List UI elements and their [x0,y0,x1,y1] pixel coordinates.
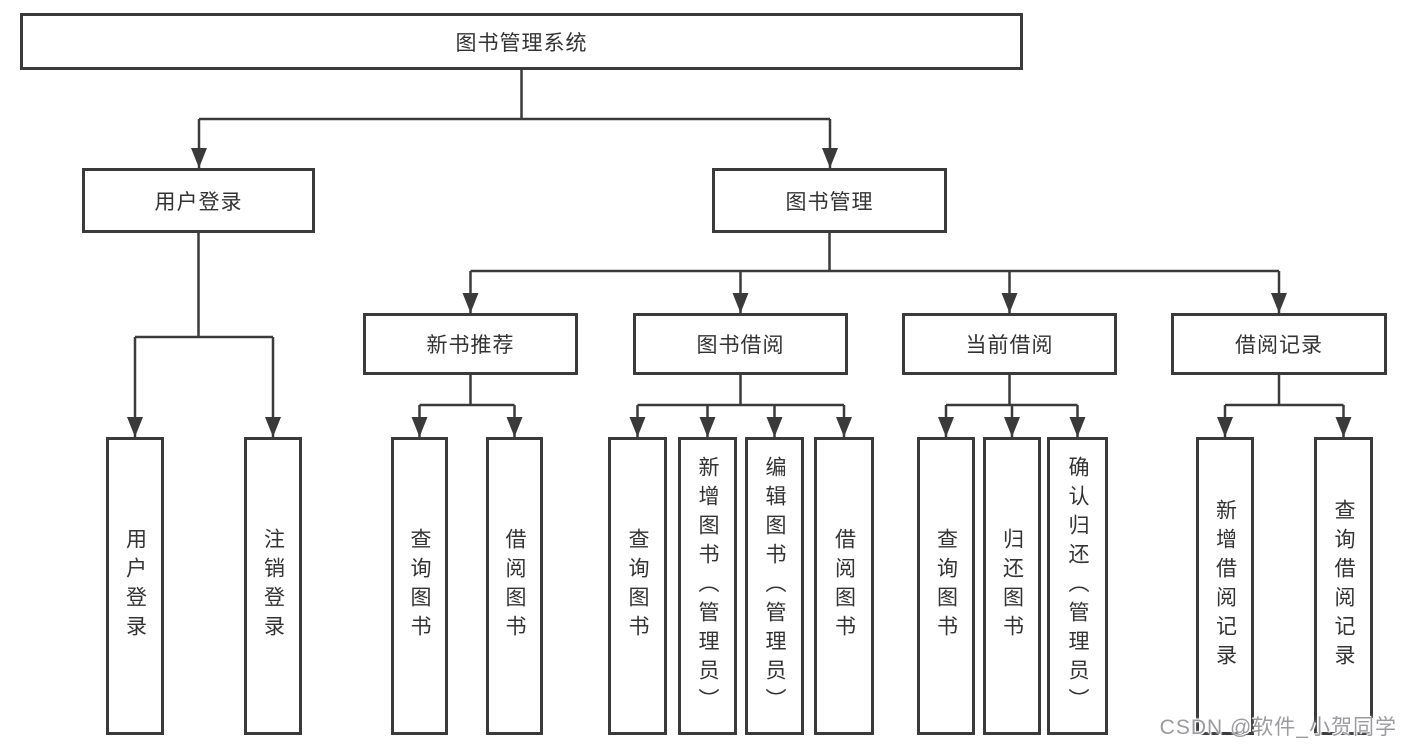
node-book-borrow: 图书借阅 [633,313,848,375]
leaf-query-book-3: 查询图书 [917,437,975,735]
node-new-book-recommend: 新书推荐 [363,313,578,375]
node-book-management: 图书管理 [712,168,947,233]
leaf-edit-book-admin: 编辑图书（管理员） [745,437,804,735]
csdn-watermark: CSDN @软件_小贺同学 [1159,716,1397,739]
leaf-add-borrow-record: 新增借阅记录 [1196,437,1254,735]
leaf-confirm-return-admin: 确认归还（管理员） [1047,437,1108,735]
node-user-login: 用户登录 [82,168,315,233]
node-root-system: 图书管理系统 [20,13,1023,70]
leaf-query-book-2: 查询图书 [608,437,667,735]
leaf-add-book-admin: 新增图书（管理员） [678,437,737,735]
leaf-user-login: 用户登录 [106,437,164,735]
node-borrow-records: 借阅记录 [1171,313,1387,375]
node-current-borrow: 当前借阅 [902,313,1117,375]
leaf-logout: 注销登录 [244,437,302,735]
leaf-borrow-book-2: 借阅图书 [814,437,874,735]
leaf-return-book: 归还图书 [983,437,1041,735]
leaf-query-book-1: 查询图书 [391,437,448,735]
leaf-borrow-book-1: 借阅图书 [486,437,543,735]
leaf-query-borrow-record: 查询借阅记录 [1314,437,1373,735]
